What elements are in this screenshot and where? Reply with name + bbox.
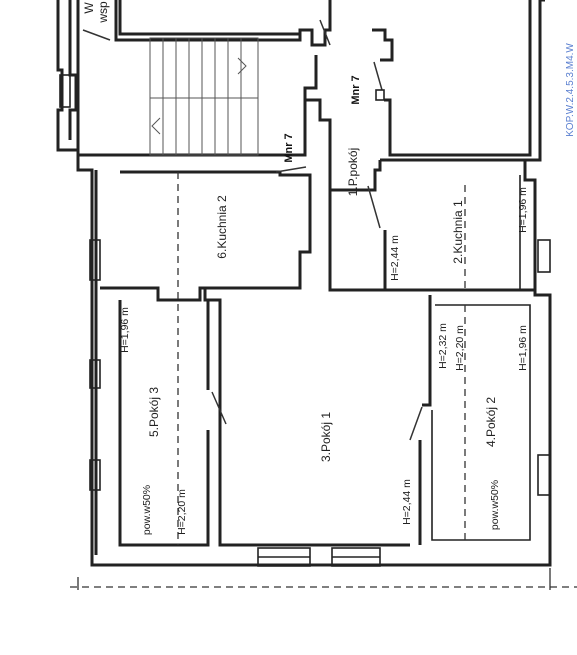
property-boundary xyxy=(70,568,577,590)
fragment-label-b: wsp xyxy=(96,1,110,24)
area-note-pokoj2: pow.w50% xyxy=(489,480,501,530)
room-label-5: 5.Pokój 3 xyxy=(147,387,161,437)
windows-left xyxy=(59,74,101,491)
interior-walls xyxy=(100,0,545,547)
edge-reference-text: KOP.W.2.4.5.3.M4.W xyxy=(565,43,576,137)
height-pokoj1: H=2,44 m xyxy=(401,479,413,525)
fragment-label-a: W xyxy=(82,2,96,14)
room-label-3: 3.Pokój 1 xyxy=(319,412,333,462)
windows-bottom xyxy=(257,547,381,567)
room-label-1: 1.P.pokój xyxy=(346,148,360,197)
height-kuchnia-1: H=1,96 m xyxy=(517,187,529,233)
height-pokoj3-a: H=1,96 m xyxy=(119,307,131,353)
height-p-pokoj: H=2,44 m xyxy=(389,235,401,281)
outer-walls xyxy=(56,0,552,567)
doors xyxy=(82,19,423,441)
height-pokoj2-a: H=2,32 m xyxy=(437,323,449,369)
windows-right xyxy=(537,239,551,496)
room-label-4: 4.Pokój 2 xyxy=(484,397,498,447)
area-note-pokoj3: pow.w50% xyxy=(141,485,153,535)
room-label-2: 2.Kuchnia 1 xyxy=(451,200,465,264)
marker-mnr-a: Mnr 7 xyxy=(283,133,295,162)
height-lines xyxy=(177,172,466,545)
height-pokoj2-c: H=1,96 m xyxy=(517,325,529,371)
stairwell xyxy=(78,37,318,157)
marker-mnr-b: Mnr 7 xyxy=(350,75,362,104)
height-pokoj2-b: H=2,20 m xyxy=(454,325,466,371)
room-label-6: 6.Kuchnia 2 xyxy=(215,195,229,259)
height-pokoj3-b: H=2,20 m xyxy=(176,489,188,535)
